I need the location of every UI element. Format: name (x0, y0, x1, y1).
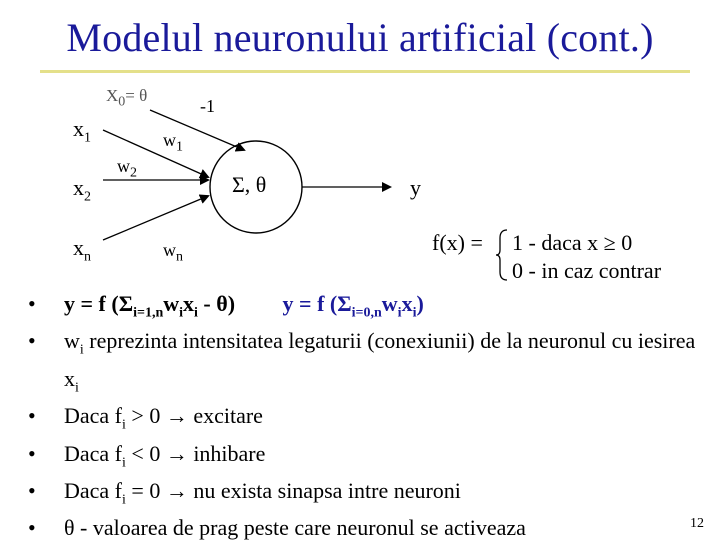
neuron-diagram (102, 109, 392, 241)
bullet-marker: • (28, 477, 36, 503)
bullet-marker: • (28, 403, 36, 429)
bullet-item: • wi reprezinta intensitatea legaturii (… (28, 328, 696, 396)
bullet-item: • y = f (Σi=1,nwixi - θ) y = f (Σi=0,nwi… (28, 290, 698, 327)
function-lhs: f(x) = (432, 230, 483, 255)
minus-one-label: -1 (200, 96, 215, 116)
formula-bias-explicit: y = f (Σi=1,nwixi - θ) (64, 291, 236, 321)
x0-label: X0= θ (106, 86, 148, 110)
slide-title: Modelul neuronului artificial (cont.) (66, 15, 654, 60)
bullet-marker: • (28, 440, 36, 466)
cases-brace (495, 229, 508, 281)
neuron-label: Σ, θ (232, 172, 267, 197)
input-line-xn (102, 194, 210, 241)
bullet-item: • Daca fi = 0 → nu exista sinapsa intre … (28, 477, 461, 508)
formula-bias-included: y = f (Σi=0,nwixi) (282, 291, 424, 321)
function-case-1: 1 - daca x ≥ 0 (512, 230, 633, 255)
x2-label: x2 (73, 175, 91, 205)
input-line-x1 (102, 129, 210, 179)
bullet-marker: • (28, 515, 36, 541)
output-label: y (410, 175, 421, 200)
bullet-marker: • (28, 291, 36, 316)
x1-label: x1 (73, 116, 91, 146)
bullet-item: • Daca fi > 0 → excitare (28, 403, 263, 433)
function-case-2: 0 - in caz contrar (512, 258, 662, 283)
w1-label: w1 (163, 130, 183, 155)
bullet-list: • y = f (Σi=1,nwixi - θ) y = f (Σi=0,nwi… (28, 290, 698, 542)
xn-label: xn (73, 235, 91, 265)
w2-label: w2 (117, 156, 137, 181)
input-line-x0 (149, 109, 246, 152)
title-underline (40, 70, 690, 73)
bullet-item: • θ - valoarea de prag peste care neuron… (28, 515, 526, 541)
slide-number: 12 (690, 516, 704, 531)
bullet-item: • Daca fi < 0 → inhibare (28, 440, 266, 470)
bullet-marker: • (28, 328, 36, 354)
wn-label: wn (163, 240, 183, 265)
